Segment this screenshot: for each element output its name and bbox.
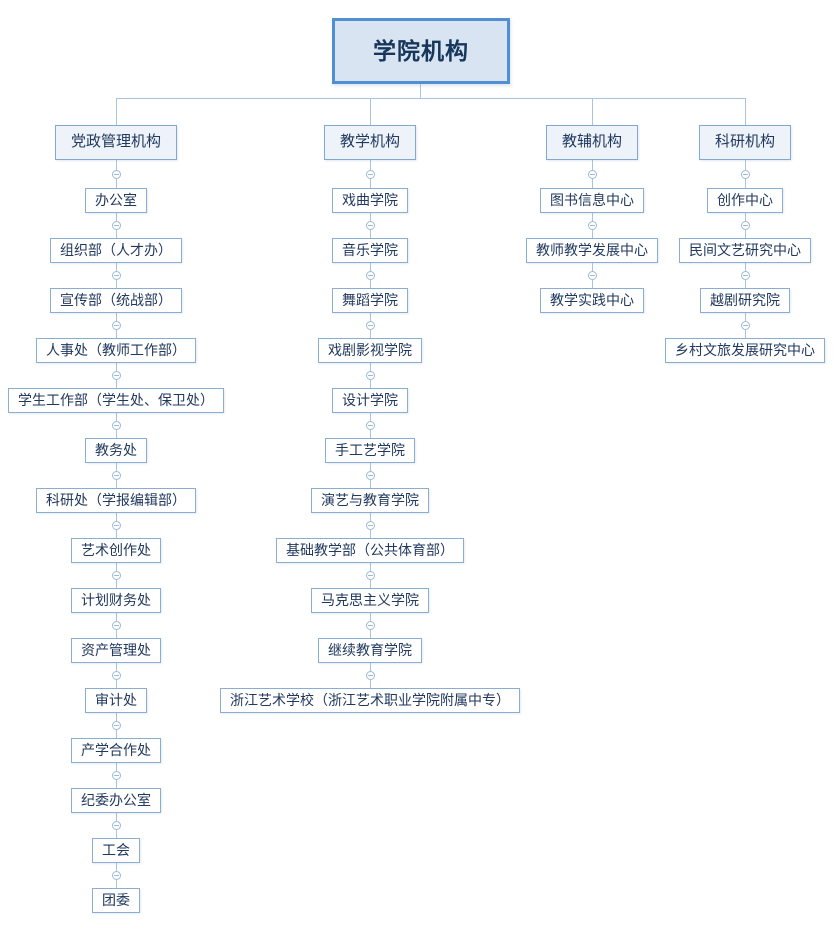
org-node[interactable]: 工会 <box>92 838 140 863</box>
org-node[interactable]: 组织部（人才办） <box>50 238 182 263</box>
collapse-toggle-icon[interactable] <box>111 471 121 480</box>
collapse-toggle-icon[interactable] <box>111 571 121 580</box>
collapse-toggle-icon[interactable] <box>587 221 597 230</box>
collapse-toggle-icon[interactable] <box>111 771 121 780</box>
branch-header[interactable]: 党政管理机构 <box>54 125 178 160</box>
branch-drop-line <box>744 98 746 125</box>
collapse-toggle-icon[interactable] <box>587 271 597 280</box>
org-node[interactable]: 宣传部（统战部） <box>50 288 182 313</box>
org-node[interactable]: 创作中心 <box>707 188 783 213</box>
org-node[interactable]: 马克思主义学院 <box>311 588 429 613</box>
collapse-toggle-icon[interactable] <box>740 169 750 179</box>
org-node[interactable]: 戏剧影视学院 <box>318 338 422 363</box>
org-node[interactable]: 戏曲学院 <box>332 188 408 213</box>
branch-drop-line <box>591 98 593 125</box>
collapse-toggle-icon[interactable] <box>365 271 375 280</box>
collapse-toggle-icon[interactable] <box>111 169 121 179</box>
org-node[interactable]: 纪委办公室 <box>71 788 161 813</box>
org-node[interactable]: 民间文艺研究中心 <box>679 238 811 263</box>
collapse-toggle-icon[interactable] <box>111 871 121 880</box>
org-node[interactable]: 教师教学发展中心 <box>526 238 658 263</box>
org-node[interactable]: 手工艺学院 <box>325 438 415 463</box>
org-node[interactable]: 计划财务处 <box>71 588 161 613</box>
collapse-toggle-icon[interactable] <box>111 271 121 280</box>
org-node[interactable]: 舞蹈学院 <box>332 288 408 313</box>
branch-header[interactable]: 科研机构 <box>698 125 792 160</box>
collapse-toggle-icon[interactable] <box>365 169 375 179</box>
org-node[interactable]: 乡村文旅发展研究中心 <box>665 338 825 363</box>
org-node[interactable]: 办公室 <box>85 188 147 213</box>
collapse-toggle-icon[interactable] <box>365 571 375 580</box>
collapse-toggle-icon[interactable] <box>111 671 121 680</box>
collapse-toggle-icon[interactable] <box>111 321 121 330</box>
org-node[interactable]: 音乐学院 <box>332 238 408 263</box>
org-node[interactable]: 艺术创作处 <box>71 538 161 563</box>
org-node[interactable]: 教学实践中心 <box>540 288 644 313</box>
org-node[interactable]: 浙江艺术学校（浙江艺术职业学院附属中专） <box>220 688 520 713</box>
collapse-toggle-icon[interactable] <box>365 471 375 480</box>
collapse-toggle-icon[interactable] <box>587 169 597 179</box>
org-node[interactable]: 科研处（学报编辑部） <box>36 488 196 513</box>
collapse-toggle-icon[interactable] <box>111 221 121 230</box>
collapse-toggle-icon[interactable] <box>111 821 121 830</box>
org-node[interactable]: 产学合作处 <box>71 738 161 763</box>
collapse-toggle-icon[interactable] <box>365 521 375 530</box>
org-node[interactable]: 学生工作部（学生处、保卫处） <box>8 388 224 413</box>
org-node[interactable]: 审计处 <box>85 688 147 713</box>
org-node[interactable]: 资产管理处 <box>71 638 161 663</box>
collapse-toggle-icon[interactable] <box>365 621 375 630</box>
collapse-toggle-icon[interactable] <box>740 271 750 280</box>
org-node[interactable]: 人事处（教师工作部） <box>36 338 196 363</box>
org-node[interactable]: 演艺与教育学院 <box>311 488 429 513</box>
collapse-toggle-icon[interactable] <box>365 321 375 330</box>
collapse-toggle-icon[interactable] <box>111 371 121 380</box>
org-node[interactable]: 基础教学部（公共体育部） <box>276 538 464 563</box>
collapse-toggle-icon[interactable] <box>365 221 375 230</box>
org-node[interactable]: 越剧研究院 <box>700 288 790 313</box>
collapse-toggle-icon[interactable] <box>111 621 121 630</box>
collapse-toggle-icon[interactable] <box>111 521 121 530</box>
org-node[interactable]: 团委 <box>92 888 140 913</box>
branch-header[interactable]: 教学机构 <box>323 125 417 160</box>
branch-rail-line <box>116 98 745 99</box>
org-node[interactable]: 图书信息中心 <box>540 188 644 213</box>
collapse-toggle-icon[interactable] <box>111 721 121 730</box>
org-node[interactable]: 教务处 <box>85 438 147 463</box>
root-node[interactable]: 学院机构 <box>332 18 510 84</box>
org-node[interactable]: 设计学院 <box>332 388 408 413</box>
collapse-toggle-icon[interactable] <box>111 421 121 430</box>
collapse-toggle-icon[interactable] <box>740 221 750 230</box>
collapse-toggle-icon[interactable] <box>365 421 375 430</box>
branch-header[interactable]: 教辅机构 <box>545 125 639 160</box>
collapse-toggle-icon[interactable] <box>365 371 375 380</box>
branch-drop-line <box>115 98 117 125</box>
branch-drop-line <box>369 98 371 125</box>
collapse-toggle-icon[interactable] <box>365 671 375 680</box>
org-node[interactable]: 继续教育学院 <box>318 638 422 663</box>
collapse-toggle-icon[interactable] <box>740 321 750 330</box>
root-connector-line <box>420 84 421 98</box>
